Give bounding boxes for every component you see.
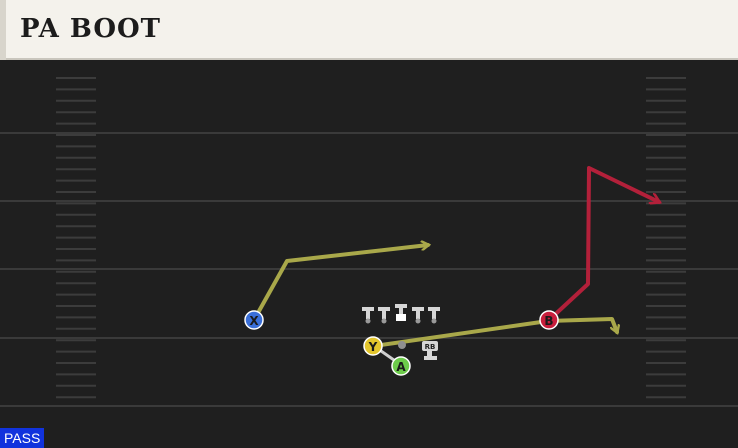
- lineman-lg: [378, 307, 390, 324]
- play-type-badge: PASS: [0, 428, 45, 448]
- running-back-marker: RB: [422, 341, 438, 360]
- player-y: Y: [363, 336, 383, 356]
- yard-lines: [0, 132, 738, 407]
- player-y-label: Y: [368, 340, 378, 354]
- play-diagram: RB X Y A B: [0, 77, 738, 407]
- player-a: A: [391, 356, 411, 376]
- quarterback-marker: [398, 341, 406, 349]
- player-a-label: A: [396, 360, 406, 374]
- play-title-bar: PA BOOT: [0, 0, 738, 60]
- route-x-post: [252, 245, 428, 322]
- title-accent: [0, 0, 6, 60]
- player-b: B: [539, 310, 559, 330]
- lineman-rt: [428, 307, 440, 324]
- lineman-center: [395, 304, 407, 321]
- play-title: PA BOOT: [20, 14, 161, 44]
- offensive-line: [362, 304, 440, 324]
- route-b-corner: [546, 166, 659, 323]
- lineman-rg: [412, 307, 424, 324]
- hash-marks-right: [646, 77, 686, 399]
- route-y-cross: [372, 317, 617, 348]
- player-x-label: X: [249, 314, 259, 328]
- player-x: X: [244, 310, 264, 330]
- player-b-label: B: [544, 314, 553, 328]
- hash-marks-left: [56, 77, 96, 399]
- rb-label: RB: [425, 343, 436, 351]
- lineman-lt: [362, 307, 374, 324]
- routes: [252, 166, 659, 367]
